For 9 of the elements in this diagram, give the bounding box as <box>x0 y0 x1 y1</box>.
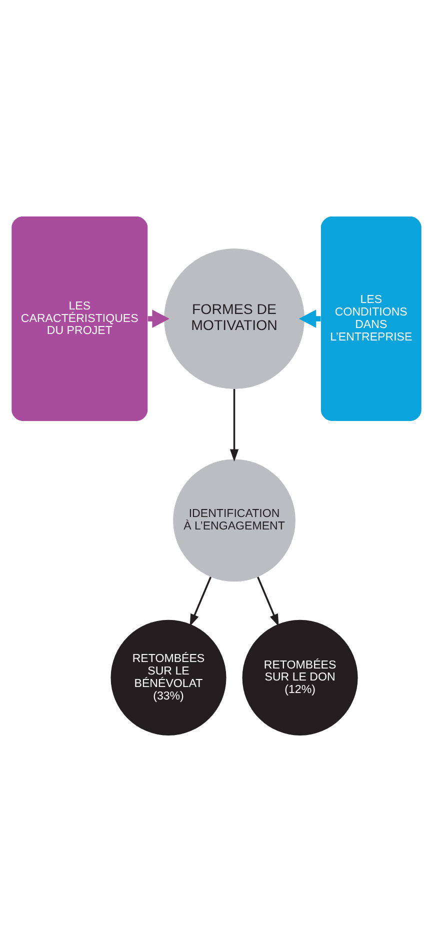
arrow <box>257 576 279 626</box>
node-box: LES CARACTÉRISTIQUES DU PROJET <box>12 216 148 420</box>
node-circle: RETOMBÉES SUR LE DON (12%) <box>242 619 358 735</box>
node-circle: IDENTIFICATION À L’ENGAGEMENT <box>173 458 296 582</box>
arrow <box>190 576 212 626</box>
node-circle: FORMES DE MOTIVATION <box>164 248 304 388</box>
node-box: LES CONDITIONS DANS L’ENTREPRISE <box>320 216 422 420</box>
arrow <box>230 388 239 462</box>
node-circle: RETOMBÉES SUR LE BÉNÉVOLAT (33%) <box>110 619 226 735</box>
